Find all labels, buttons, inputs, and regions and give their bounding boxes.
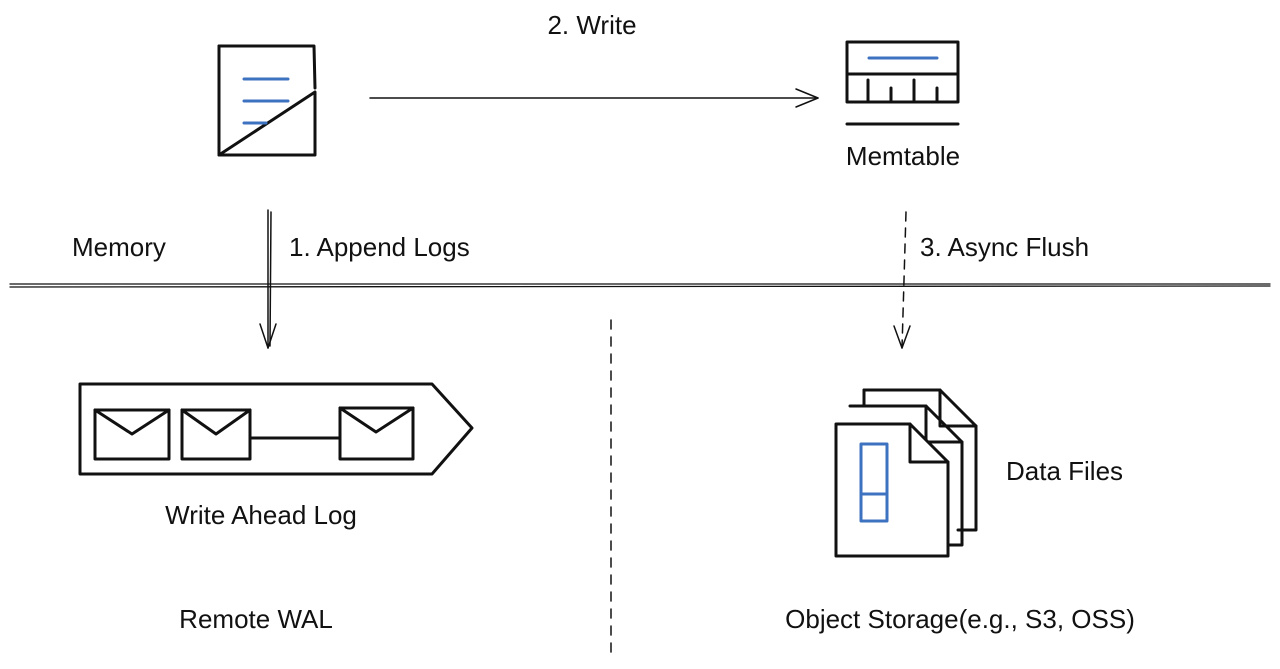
envelope-icon — [180, 408, 252, 461]
append-logs-label: 1. Append Logs — [289, 232, 470, 262]
memtable-label: Memtable — [845, 141, 961, 171]
write-label: 2. Write — [547, 10, 637, 40]
async-flush-label: 3. Async Flush — [920, 232, 1090, 262]
wal-label: Write Ahead Log — [165, 500, 357, 530]
write-arrow — [369, 88, 819, 108]
envelope-icon — [93, 408, 171, 461]
document-icon — [217, 44, 317, 157]
memtable-icon — [845, 40, 960, 126]
memory-label: Memory — [72, 232, 166, 262]
remote-wal-label: Remote WAL — [179, 604, 333, 634]
envelope-icon — [338, 406, 415, 461]
wal-pennant — [78, 382, 474, 476]
data-files-label: Data Files — [1006, 456, 1124, 486]
file-stack-icon — [834, 388, 978, 558]
append-logs-arrow — [259, 209, 277, 349]
async-flush-arrow — [893, 211, 911, 349]
memory-divider — [9, 283, 1271, 288]
object-storage-label: Object Storage(e.g., S3, OSS) — [785, 604, 1135, 634]
